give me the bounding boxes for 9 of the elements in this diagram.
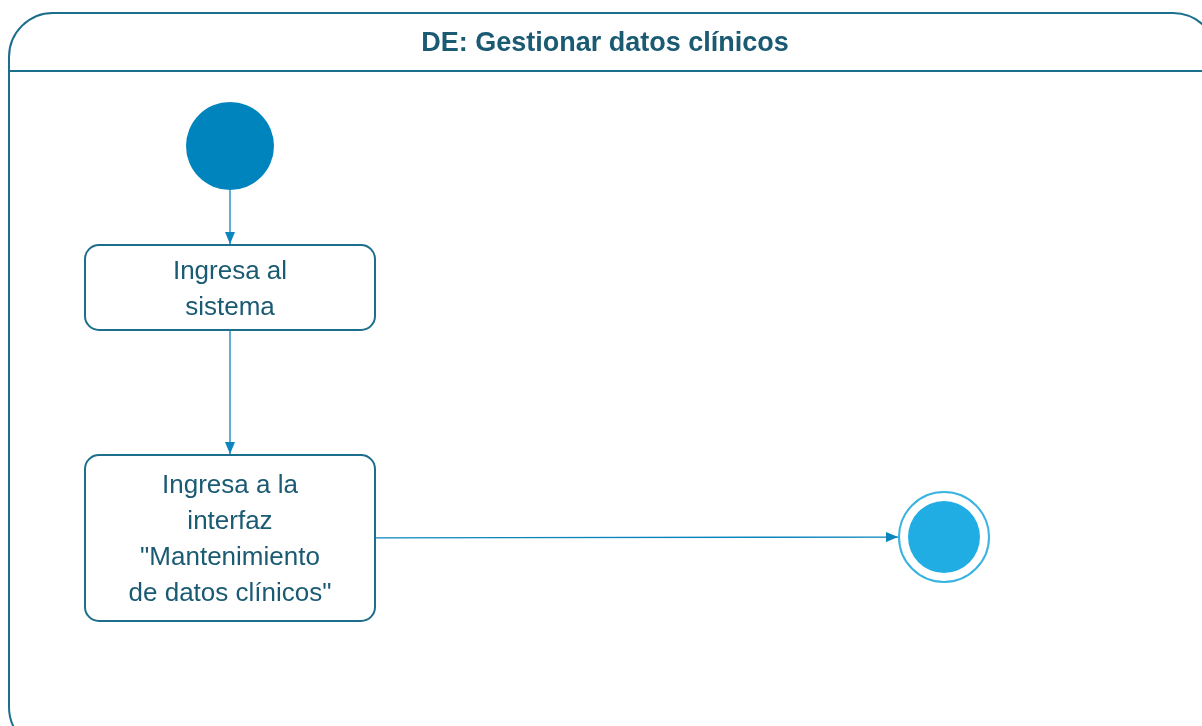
action-text: Ingresa a la interfaz "Mantenimiento de datos clínicos"	[127, 468, 333, 609]
action-text: Ingresa al sistema	[171, 253, 289, 323]
arrow	[375, 532, 899, 543]
arrow	[225, 330, 235, 455]
arrow	[225, 189, 235, 245]
frame-name: DE: Gestionar datos clínicos	[421, 25, 789, 59]
action-box	[84, 244, 376, 331]
activity-frame	[8, 12, 1202, 726]
action-box	[84, 454, 376, 622]
